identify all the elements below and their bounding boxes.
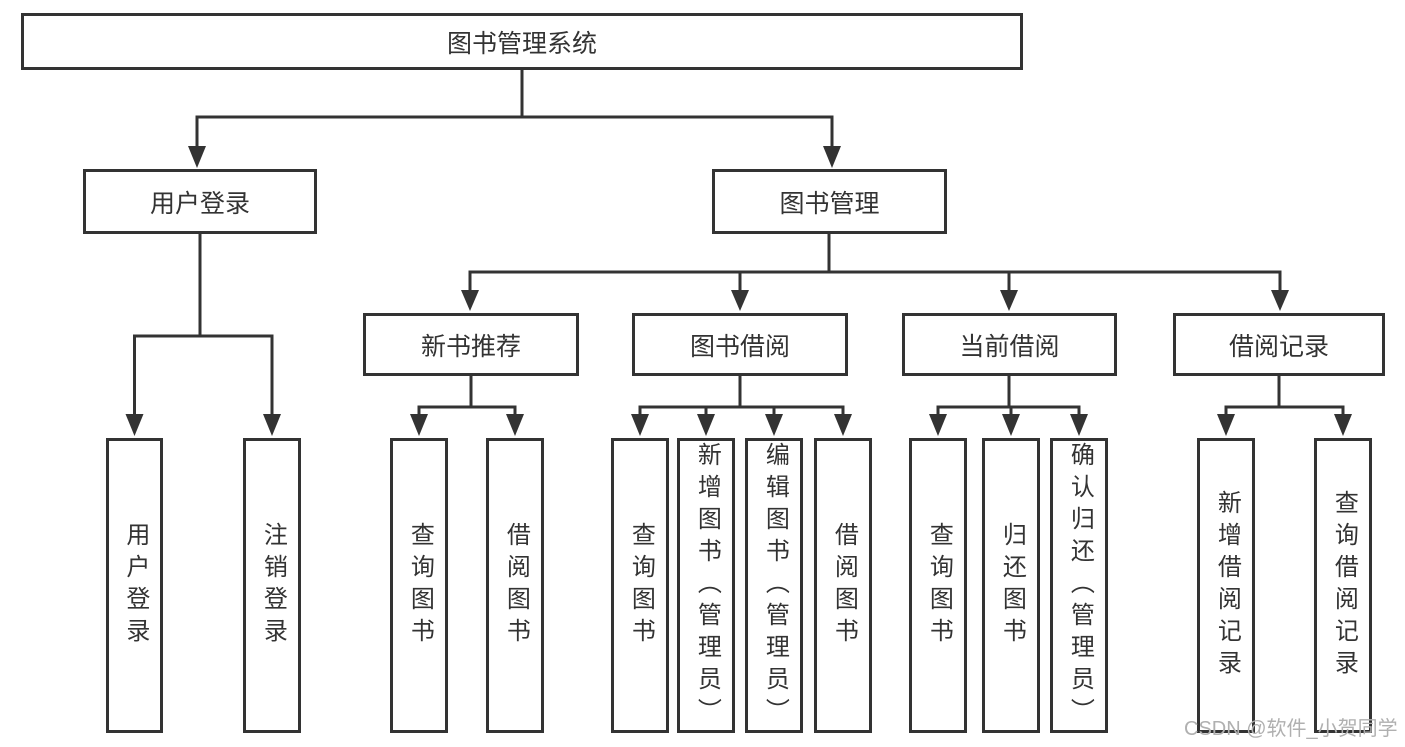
leaf-borrow-books-recommend: 借阅图书 [486, 438, 544, 733]
connector-borrow-records-children [1217, 376, 1352, 436]
arrowhead [125, 414, 144, 436]
connector-book-borrow-children [631, 376, 852, 436]
arrowhead [1217, 414, 1235, 436]
arrowhead [506, 414, 524, 436]
leaf-add-books-admin: 新增图书（管理员） [677, 438, 735, 733]
node-new-book-recommend: 新书推荐 [363, 313, 579, 376]
arrowhead [1070, 414, 1088, 436]
node-borrow-records: 借阅记录 [1173, 313, 1385, 376]
arrowhead [188, 146, 206, 168]
connector-user-login-children [125, 234, 281, 436]
leaf-label: 用户登录 [121, 521, 149, 650]
leaf-return-books: 归还图书 [982, 438, 1040, 733]
leaf-label: 查询借阅记录 [1330, 489, 1358, 682]
arrowhead [263, 414, 281, 436]
node-label: 图书管理 [779, 189, 880, 218]
leaf-label: 编辑图书（管理员） [761, 441, 789, 730]
leaf-borrow-books: 借阅图书 [814, 438, 872, 733]
arrowhead [1002, 414, 1020, 436]
leaf-user-login: 用户登录 [106, 438, 163, 733]
leaf-add-borrow-record: 新增借阅记录 [1197, 438, 1255, 733]
connector-current-borrow-children [929, 376, 1088, 436]
arrowhead [731, 290, 749, 311]
arrowhead [823, 146, 841, 168]
arrowhead [697, 414, 715, 436]
arrowhead [1334, 414, 1352, 436]
connector-new-book-recommend-children [410, 376, 524, 436]
node-book-borrow: 图书借阅 [632, 313, 848, 376]
arrowhead [631, 414, 649, 436]
leaf-label: 新增借阅记录 [1213, 489, 1241, 682]
leaf-label: 注销登录 [259, 521, 287, 650]
arrowhead [1000, 290, 1018, 311]
leaf-confirm-return-admin: 确认归还（管理员） [1050, 438, 1108, 733]
connector-book-management-children [461, 234, 1289, 311]
leaf-logout: 注销登录 [243, 438, 301, 733]
node-label: 用户登录 [149, 189, 250, 218]
node-label: 当前借阅 [959, 332, 1060, 361]
node-label: 图书管理系统 [446, 29, 597, 58]
leaf-label: 借阅图书 [502, 521, 530, 650]
leaf-edit-books-admin: 编辑图书（管理员） [745, 438, 803, 733]
leaf-label: 查询图书 [406, 521, 434, 650]
leaf-label: 借阅图书 [830, 521, 858, 650]
leaf-label: 确认归还（管理员） [1066, 441, 1094, 730]
node-library-management-system: 图书管理系统 [21, 13, 1023, 70]
arrowhead [834, 414, 852, 436]
connector-root-to-level2 [188, 70, 841, 168]
leaf-label: 查询图书 [925, 521, 953, 650]
node-label: 借阅记录 [1228, 332, 1329, 361]
arrowhead [410, 414, 428, 436]
node-label: 新书推荐 [420, 332, 521, 361]
node-current-borrow: 当前借阅 [902, 313, 1117, 376]
leaf-query-books-current: 查询图书 [909, 438, 967, 733]
leaf-query-borrow-record: 查询借阅记录 [1314, 438, 1372, 733]
leaf-label: 归还图书 [998, 521, 1026, 650]
arrowhead [461, 290, 479, 311]
csdn-watermark: CSDN @软件_小贺同学 [1184, 718, 1398, 740]
leaf-query-books-borrow: 查询图书 [611, 438, 669, 733]
node-book-management: 图书管理 [712, 169, 947, 234]
leaf-query-books-recommend: 查询图书 [390, 438, 448, 733]
node-label: 图书借阅 [689, 332, 790, 361]
arrowhead [765, 414, 783, 436]
leaf-label: 查询图书 [627, 521, 655, 650]
node-user-login: 用户登录 [83, 169, 317, 234]
arrowhead [1271, 290, 1289, 311]
leaf-label: 新增图书（管理员） [693, 441, 721, 730]
arrowhead [929, 414, 947, 436]
